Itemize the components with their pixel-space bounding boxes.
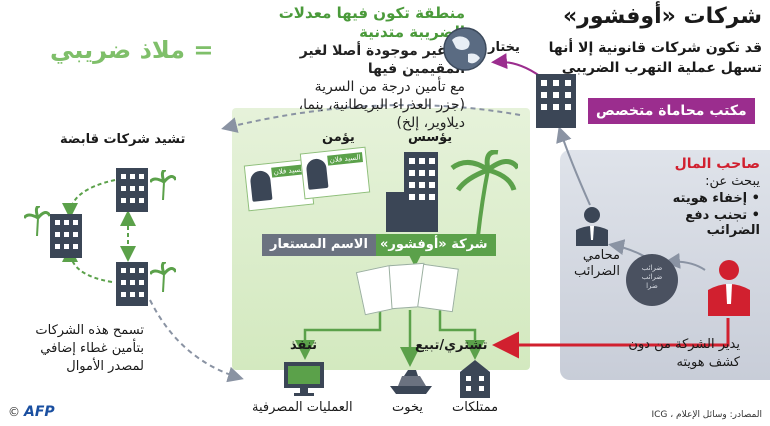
lawyer-line: محامي: [582, 248, 620, 263]
subtitle-line: قد تكون شركات قانونية إلا أنها: [548, 40, 762, 56]
owner-item: • تجنب دفع الضرائب: [685, 208, 760, 238]
palm-tree-icon: [450, 150, 518, 236]
yacht-icon: [390, 370, 432, 394]
afp-logo: © AFP: [8, 404, 55, 420]
haven-line: (جزر العذراء البريطانية، بنما، ديلاوير، …: [298, 97, 465, 131]
manages-line: كشف هويته: [676, 355, 740, 370]
nominee-name-label: الاسم المستعار: [262, 234, 376, 256]
card-name: السيد فلان: [327, 152, 364, 166]
subtitle-line: تسهل عملية التهرب الضريبي: [561, 60, 762, 76]
owner-icon: [708, 260, 750, 316]
lawyer-line: الضرائب: [573, 264, 620, 279]
owner-seeks: يبحث عن:: [705, 174, 760, 189]
source-credit: المصادر: وسائل الإعلام ، ICG: [651, 410, 762, 420]
afp-credit: AFP: [24, 404, 55, 420]
tax-coin-icon: ضرائب ضرائب ضرا: [626, 254, 678, 306]
subtitle: قد تكون شركات قانونية إلا أنها تسهل عملي…: [532, 38, 762, 78]
person-icon: [305, 157, 329, 190]
haven-title: منطقة تكون فيها معدلات الضريبة متدنية: [278, 4, 465, 41]
output-label: ممتلكات: [452, 400, 499, 415]
copyright-symbol: ©: [8, 405, 20, 419]
cover-text: تسمح هذه الشركات بتأمين غطاء إضافي لمصدر…: [14, 322, 144, 376]
holding-building-icon: [116, 262, 148, 306]
lawyer-label: محامي الضرائب: [560, 248, 620, 280]
holding-building-icon: [50, 214, 82, 258]
cover-line: تسمح هذه الشركات: [35, 323, 144, 338]
holding-building-icon: [116, 168, 148, 212]
output-label: العمليات المصرفية: [252, 400, 353, 415]
owner-info: صاحب المال يبحث عن: • إخفاء هويته • تجنب…: [650, 156, 760, 238]
page-title: شركات «أوفشور»: [562, 4, 762, 29]
manages-line: يدير الشركة من دون: [628, 337, 740, 352]
document-icon: [417, 263, 459, 313]
executes-label: تنفذ: [290, 338, 318, 353]
law-firm-building-icon: [536, 74, 576, 128]
law-firm-label: مكتب محاماة متخصص: [588, 98, 755, 124]
globe-icon: [443, 27, 487, 71]
manages-text: يدير الشركة من دون كشف هويته: [600, 336, 740, 372]
offshore-company-label: شركة «أوفشور»: [372, 234, 496, 256]
haven-line: أو غير موجودة أصلا لغير المقيمين فيها: [299, 43, 465, 77]
tax-coin-text: ضرائب: [641, 273, 663, 281]
holding-label: تشيد شركات قابضة: [60, 132, 186, 147]
output-label: يخوت: [392, 400, 423, 415]
palm-tree-icon: [24, 206, 50, 236]
monitor-icon: [284, 362, 324, 396]
lawyer-icon: [576, 207, 608, 246]
nominee-id-card: السيد فلان: [299, 146, 371, 200]
owner-item: • إخفاء هويته: [672, 191, 760, 206]
property-building-icon: [460, 360, 490, 398]
establishes-label: يؤسس: [408, 130, 453, 145]
palm-tree-icon: [150, 170, 176, 200]
secures-label: يؤمن: [322, 130, 355, 145]
offshore-building-icon: [386, 152, 438, 232]
owner-item-text: إخفاء هويته: [672, 191, 748, 206]
tax-coin-text: ضرائب: [641, 264, 663, 272]
chooses-label: يختار: [488, 40, 520, 55]
owner-title: صاحب المال: [674, 156, 760, 172]
buys-sells-label: تشتري/تبيع: [415, 338, 488, 353]
cover-line: بتأمين غطاء إضافي: [40, 341, 144, 356]
person-icon: [249, 169, 273, 202]
owner-item-text: تجنب دفع الضرائب: [685, 208, 760, 238]
tax-coin-text: ضرا: [646, 282, 658, 290]
palm-tree-icon: [150, 262, 176, 292]
tax-haven-label: = ملاذ ضريبي: [50, 36, 214, 64]
cover-line: لمصدر الأموال: [66, 359, 144, 374]
haven-line: مع تأمين درجة من السرية: [314, 79, 465, 95]
haven-definition: منطقة تكون فيها معدلات الضريبة متدنية أو…: [255, 4, 465, 132]
